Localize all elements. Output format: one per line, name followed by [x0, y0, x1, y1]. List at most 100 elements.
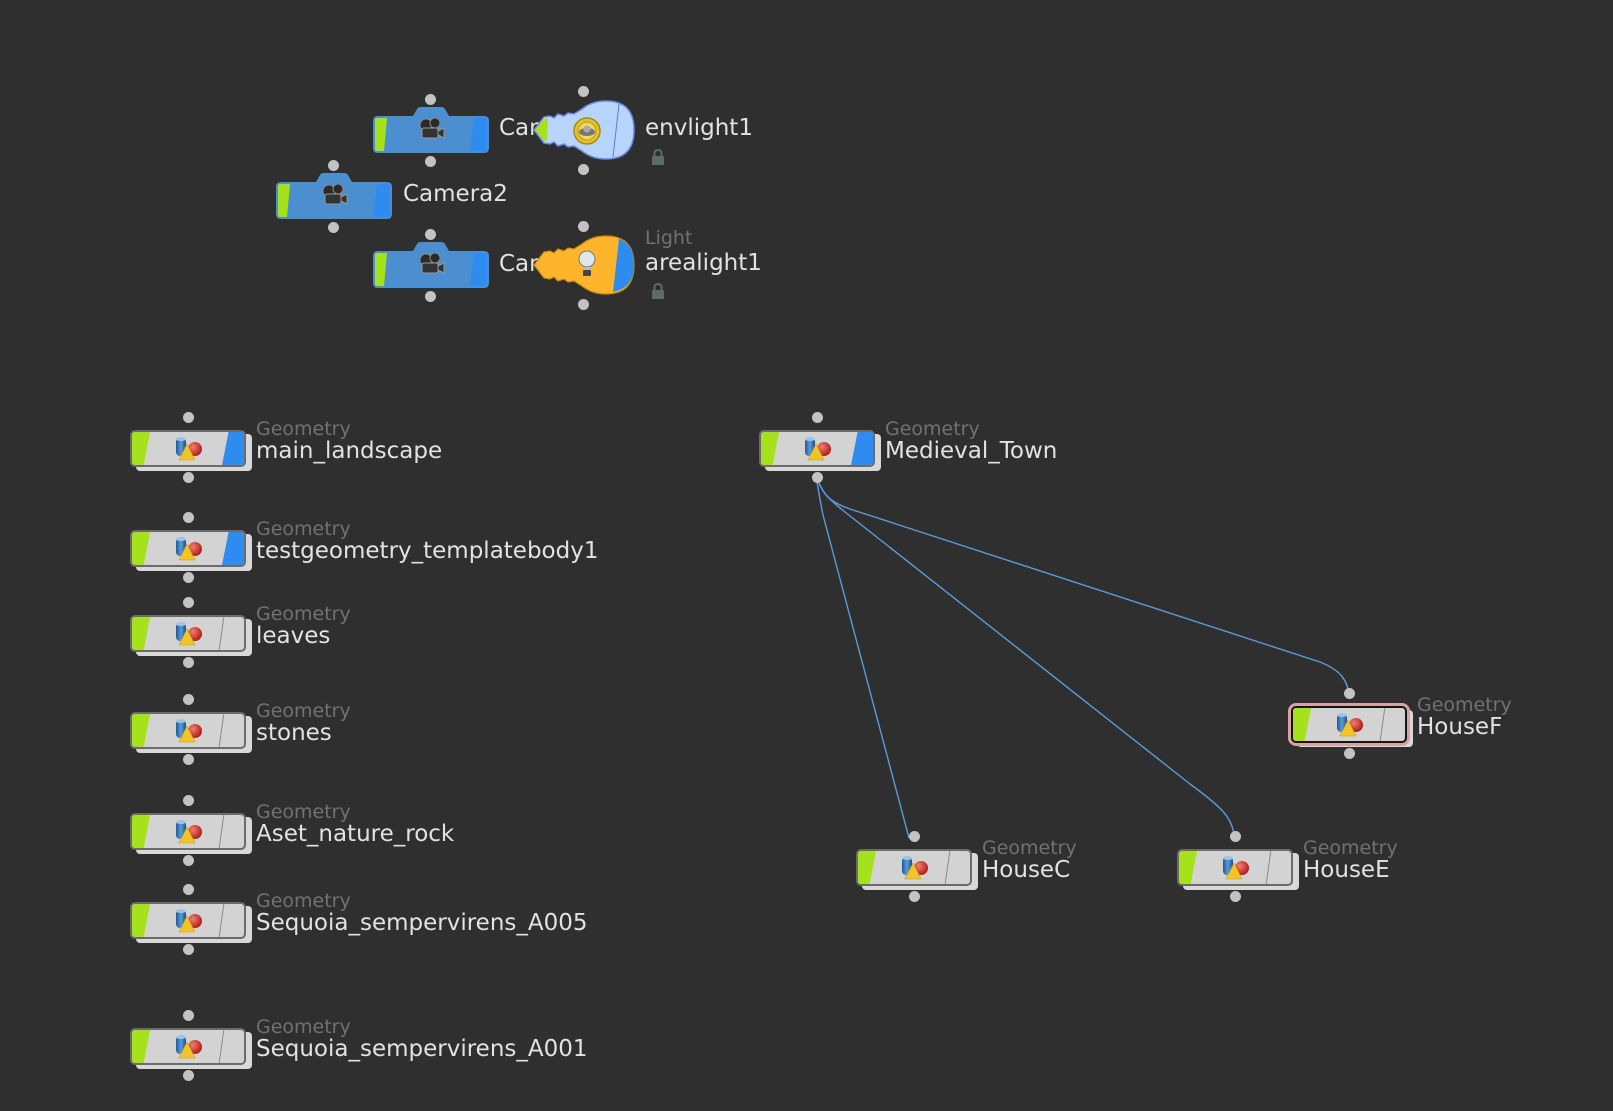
render-flag[interactable]: [218, 714, 244, 747]
input-connector[interactable]: [1344, 688, 1355, 699]
output-connector[interactable]: [1230, 891, 1241, 902]
geometry-node[interactable]: [130, 694, 254, 771]
geometry-node-body[interactable]: [130, 1028, 246, 1065]
input-connector[interactable]: [183, 512, 194, 523]
node-type-label: Geometry: [1303, 837, 1398, 859]
geometry-node[interactable]: [759, 412, 883, 489]
node-type-label: Geometry: [256, 1016, 351, 1038]
output-connector[interactable]: [425, 156, 436, 167]
geometry-node-body[interactable]: [130, 813, 246, 850]
wire-medieval-to-housee[interactable]: [815, 473, 1235, 839]
geometry-node[interactable]: [1291, 688, 1415, 765]
display-flag[interactable]: [132, 532, 150, 565]
geometry-icon: [173, 717, 203, 745]
input-connector[interactable]: [425, 229, 436, 240]
input-connector[interactable]: [183, 795, 194, 806]
geometry-node[interactable]: [856, 831, 980, 908]
movie-camera-icon: [419, 252, 445, 274]
geometry-node-body[interactable]: [759, 430, 875, 467]
display-flag[interactable]: [1179, 851, 1197, 884]
input-connector[interactable]: [578, 221, 589, 232]
geometry-node[interactable]: [130, 512, 254, 589]
node-type-label: Geometry: [256, 801, 351, 823]
geometry-icon: [173, 435, 203, 463]
geometry-node-body[interactable]: [130, 712, 246, 749]
camera-node[interactable]: [276, 160, 392, 234]
output-connector[interactable]: [909, 891, 920, 902]
output-connector[interactable]: [1344, 748, 1355, 759]
wire-medieval-to-housec[interactable]: [815, 473, 910, 839]
render-flag[interactable]: [218, 617, 244, 650]
display-flag[interactable]: [1293, 708, 1311, 741]
geometry-node[interactable]: [130, 412, 254, 489]
geometry-icon: [173, 818, 203, 846]
output-connector[interactable]: [183, 657, 194, 668]
input-connector[interactable]: [1230, 831, 1241, 842]
geometry-node-body[interactable]: [1291, 706, 1407, 743]
geometry-node[interactable]: [130, 884, 254, 961]
envlight-node[interactable]: [530, 86, 636, 176]
geometry-icon: [173, 535, 203, 563]
geometry-node-body[interactable]: [130, 902, 246, 939]
wire-medieval-to-housef[interactable]: [815, 473, 1350, 697]
geometry-node-body[interactable]: [130, 530, 246, 567]
output-connector[interactable]: [183, 572, 194, 583]
movie-camera-icon: [322, 183, 348, 205]
arealight-node[interactable]: [530, 221, 636, 311]
geometry-icon: [173, 907, 203, 935]
lock-icon[interactable]: [651, 283, 665, 299]
display-flag[interactable]: [132, 904, 150, 937]
geometry-node-body[interactable]: [856, 849, 972, 886]
input-connector[interactable]: [183, 694, 194, 705]
display-flag[interactable]: [132, 1030, 150, 1063]
geometry-node[interactable]: [130, 795, 254, 872]
output-connector[interactable]: [425, 291, 436, 302]
render-flag[interactable]: [218, 904, 244, 937]
render-flag[interactable]: [1379, 708, 1405, 741]
output-connector[interactable]: [183, 754, 194, 765]
render-flag[interactable]: [218, 815, 244, 848]
geometry-node-body[interactable]: [1177, 849, 1293, 886]
geometry-node[interactable]: [130, 1010, 254, 1087]
render-flag[interactable]: [218, 1030, 244, 1063]
render-flag[interactable]: [944, 851, 970, 884]
display-flag[interactable]: [761, 432, 779, 465]
lock-icon[interactable]: [651, 149, 665, 165]
display-flag[interactable]: [132, 714, 150, 747]
input-connector[interactable]: [578, 86, 589, 97]
display-flag[interactable]: [132, 432, 150, 465]
output-connector[interactable]: [328, 222, 339, 233]
output-connector[interactable]: [183, 472, 194, 483]
input-connector[interactable]: [425, 94, 436, 105]
input-connector[interactable]: [328, 160, 339, 171]
camera-node[interactable]: [373, 94, 489, 168]
output-connector[interactable]: [812, 472, 823, 483]
camera-node[interactable]: [373, 229, 489, 303]
input-connector[interactable]: [183, 1010, 194, 1021]
node-name-label: HouseF: [1417, 714, 1503, 740]
geometry-icon: [802, 435, 832, 463]
output-connector[interactable]: [578, 299, 589, 310]
render-flag[interactable]: [1265, 851, 1291, 884]
geometry-icon: [173, 620, 203, 648]
display-flag[interactable]: [858, 851, 876, 884]
geometry-node-body[interactable]: [130, 615, 246, 652]
render-flag[interactable]: [222, 432, 244, 465]
geometry-node[interactable]: [1177, 831, 1301, 908]
display-flag[interactable]: [132, 815, 150, 848]
geometry-node-body[interactable]: [130, 430, 246, 467]
input-connector[interactable]: [183, 412, 194, 423]
input-connector[interactable]: [909, 831, 920, 842]
input-connector[interactable]: [183, 597, 194, 608]
output-connector[interactable]: [183, 944, 194, 955]
render-flag[interactable]: [851, 432, 873, 465]
render-flag[interactable]: [222, 532, 244, 565]
input-connector[interactable]: [183, 884, 194, 895]
output-connector[interactable]: [183, 1070, 194, 1081]
output-connector[interactable]: [578, 164, 589, 175]
input-connector[interactable]: [812, 412, 823, 423]
geometry-node[interactable]: [130, 597, 254, 674]
output-connector[interactable]: [183, 855, 194, 866]
display-flag[interactable]: [132, 617, 150, 650]
